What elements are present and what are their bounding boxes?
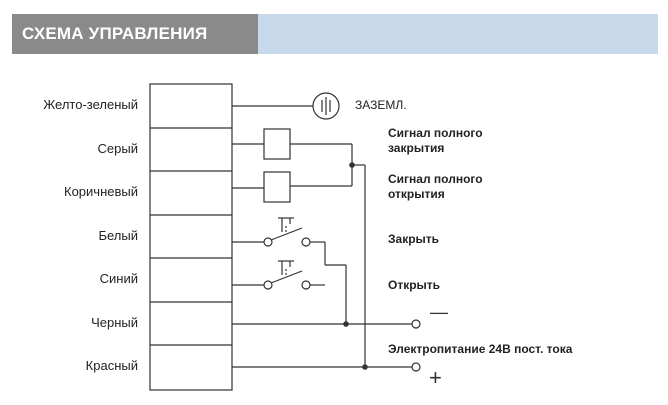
ground-icon [312,92,340,120]
header-band [258,14,658,54]
signal-opened-line2: открытия [388,187,445,201]
ground-label: ЗАЗЕМЛ. [355,98,407,112]
wire-label-black: Черный [91,315,138,330]
minus-terminal [411,319,421,329]
terminal-block [149,83,233,391]
wire-label-white: Белый [98,228,138,243]
power-label: Электропитание 24В пост. тока [388,342,573,356]
wire-label-gray: Серый [97,141,138,156]
relay-closed [263,128,291,160]
header: СХЕМА УПРАВЛЕНИЯ [0,14,668,54]
plus-terminal [411,362,421,372]
page-title: СХЕМА УПРАВЛЕНИЯ [12,14,258,54]
signal-opened-line1: Сигнал полного [388,172,483,186]
relay-open [263,171,291,203]
signal-closed-label: Сигнал полного закрытия [388,126,483,156]
wire-label-brown: Коричневый [64,184,138,199]
close-label: Закрыть [388,232,440,246]
minus-symbol: — [430,302,448,322]
wire-label-blue: Синий [99,271,138,286]
open-label: Открыть [388,278,441,292]
wire-label-red: Красный [85,358,138,373]
signal-opened-label: Сигнал полного открытия [388,172,483,202]
signal-closed-line1: Сигнал полного [388,126,483,140]
plus-symbol: + [429,365,442,390]
wire-label-yellow-green: Желто-зеленый [43,97,138,112]
signal-closed-line2: закрытия [388,141,445,155]
